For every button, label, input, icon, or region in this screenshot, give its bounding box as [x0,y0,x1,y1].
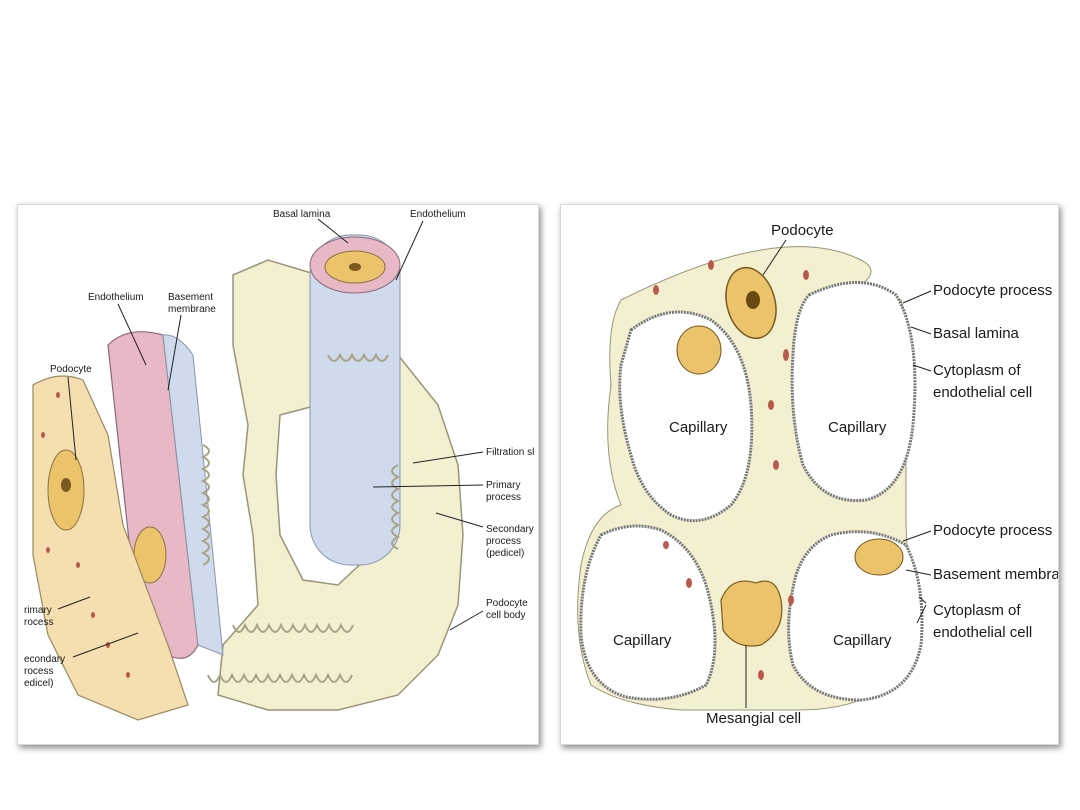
label-podocyte: Podocyte [771,222,834,239]
label-mesangial-cell: Mesangial cell [706,710,801,727]
leader-endothelium [117,303,147,366]
mesangial-nucleus [720,580,783,647]
leader-podocyte-process-1 [902,290,932,304]
label-secondary-left-2: rocess [24,666,53,677]
upper-nucleolus [349,263,361,271]
capillary-top-right [790,281,917,503]
label-basement-1: Basement [168,292,213,303]
leader-podocyte [762,239,787,276]
leader-podocyte-body [449,610,484,631]
capillary-cross-section-panel: Podocyte Podocyte process Basal lamina C… [560,204,1059,745]
leader-filtration [412,451,484,464]
label-secondary-left-1: econdary [24,654,65,665]
leader-cytoplasm-1 [912,364,932,372]
foot-processes [200,352,401,683]
upper-capillary-tube [309,234,401,566]
podocyte-3d-diagram: Basal lamina Endothelium Endothelium Bas… [24,209,534,721]
leader-endothelium-top [395,220,424,281]
label-podocyte-process-2: Podocyte process [933,522,1052,539]
label-secondary-2: process [486,536,521,547]
label-podocyte-body-2: cell body [486,610,525,621]
label-cytoplasm-2a: Cytoplasm of [933,602,1021,619]
label-secondary-3: (pedicel) [486,548,524,559]
label-capillary-bottom-left: Capillary [613,632,672,649]
label-secondary-1: Secondary [486,524,534,535]
podocyte-3d-panel: Basal lamina Endothelium Endothelium Bas… [17,204,539,745]
label-cytoplasm-2b: endothelial cell [933,624,1032,641]
leader-basal-lamina [317,218,349,244]
leader-podocyte [67,376,77,461]
label-endothelium: Endothelium [88,292,144,303]
label-secondary-left-3: edicel) [24,678,53,689]
label-basal-lamina: Basal lamina [933,325,1020,342]
label-podocyte: Podocyte [50,364,92,375]
label-basal-lamina: Basal lamina [273,209,331,220]
red-granules-right [653,260,809,680]
label-filtration-slits: Filtration sl [486,447,534,458]
left-podocyte-nucleolus [61,478,71,492]
endothelial-nucleus-top [676,325,722,375]
leader-basement [167,314,182,391]
label-primary-left-1: rimary [24,605,52,616]
label-cytoplasm-1a: Cytoplasm of [933,362,1021,379]
label-capillary-top-right: Capillary [828,419,887,436]
capillary-bottom-left [579,524,717,701]
label-basement-membrane: Basement membrane [933,566,1058,583]
leader-podocyte-process-2 [902,530,932,542]
capillary-cross-section-diagram: Podocyte Podocyte process Basal lamina C… [577,222,1058,727]
label-primary-left-2: rocess [24,617,53,628]
label-capillary-bottom-right: Capillary [833,632,892,649]
leader-basement-membrane [905,569,932,576]
label-cytoplasm-1b: endothelial cell [933,384,1032,401]
label-primary-2: process [486,492,521,503]
leader-secondary-left [72,632,139,658]
left-basement-membrane [162,334,224,656]
endothelial-nucleus-right [854,538,904,576]
label-podocyte-body-1: Podocyte [486,598,528,609]
label-capillary-top-left: Capillary [669,419,728,436]
leader-basal-lamina [910,326,932,335]
capillary-top-left [618,310,754,523]
leader-secondary [435,512,484,528]
leader-cytoplasm-2 [916,596,927,624]
label-primary-1: Primary [486,480,520,491]
label-endothelium-top: Endothelium [410,209,466,220]
podocyte-nucleolus [746,291,760,309]
leader-primary [372,484,484,488]
label-podocyte-process-1: Podocyte process [933,282,1052,299]
leader-primary-left [57,596,91,610]
label-basement-2: membrane [168,304,216,315]
